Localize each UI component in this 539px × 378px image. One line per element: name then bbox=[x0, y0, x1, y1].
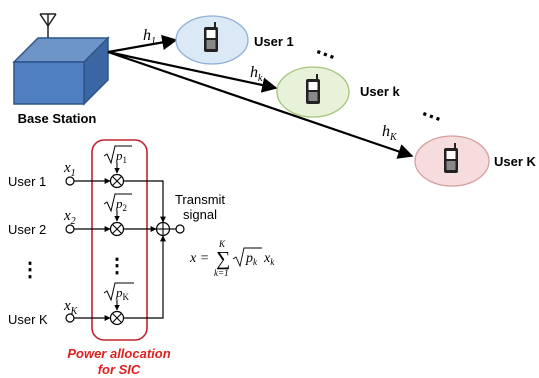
svg-text:p1: p1 bbox=[115, 148, 127, 165]
power-allocation-box bbox=[91, 139, 148, 341]
user-K: User K bbox=[414, 135, 537, 187]
sqrt-p-2: p2 bbox=[103, 193, 132, 213]
input-symbol-1: 1x1 bbox=[63, 160, 76, 179]
ellipsis-bottom: … bbox=[419, 95, 448, 126]
base-station: Base Station bbox=[12, 13, 110, 126]
svg-text:xk: xk bbox=[263, 251, 275, 267]
user-1: User 1 bbox=[175, 15, 294, 65]
user-k: User k bbox=[276, 66, 401, 118]
svg-text:p2: p2 bbox=[115, 196, 127, 213]
channel-label-1: h1 bbox=[143, 27, 156, 47]
phone-icon bbox=[444, 143, 458, 173]
svg-text:∑: ∑ bbox=[216, 248, 230, 270]
sqrt-p-K: pK bbox=[103, 282, 134, 302]
transmit-label-line2: signal bbox=[183, 207, 217, 222]
user-K-label: User K bbox=[494, 154, 537, 169]
transmit-label-line1: Transmit bbox=[175, 192, 225, 207]
phone-icon bbox=[204, 22, 218, 52]
input-node-2 bbox=[65, 224, 75, 234]
base-station-box-icon bbox=[12, 36, 110, 106]
base-station-label: Base Station bbox=[18, 111, 97, 126]
svg-text:pk: pk bbox=[245, 251, 258, 267]
adder-node bbox=[155, 221, 171, 237]
row-label-user-1: User 1 bbox=[8, 174, 46, 189]
svg-text:k=1: k=1 bbox=[214, 268, 229, 278]
multiplier-K bbox=[109, 310, 125, 326]
svg-text:pK: pK bbox=[115, 285, 130, 302]
svg-text:K: K bbox=[218, 239, 226, 249]
ellipsis-top: … bbox=[313, 33, 342, 64]
user-k-label: User k bbox=[360, 84, 401, 99]
power-allocation-caption: Power allocation bbox=[67, 346, 170, 361]
vertical-ellipsis-left: ⋮ bbox=[20, 259, 40, 281]
svg-text:x =: x = bbox=[189, 251, 209, 266]
input-symbol-2: x2 bbox=[63, 208, 76, 227]
row-label-user-2: User 2 bbox=[8, 222, 46, 237]
multiplier-2 bbox=[109, 221, 125, 237]
antenna-icon bbox=[39, 13, 57, 38]
input-node-K bbox=[65, 313, 75, 323]
sic-caption: for SIC bbox=[98, 362, 141, 377]
sqrt-p-1: p1 bbox=[103, 145, 132, 165]
output-node bbox=[175, 224, 185, 234]
superposition-formula: x = ∑ K k=1 pk xk bbox=[189, 239, 275, 278]
channel-arrow-k bbox=[107, 50, 278, 93]
phone-icon bbox=[306, 74, 320, 104]
user-1-label: User 1 bbox=[254, 34, 294, 49]
multiplier-1 bbox=[109, 173, 125, 189]
channel-label-K: hK bbox=[382, 123, 398, 143]
channel-arrow-K bbox=[107, 50, 414, 159]
vertical-ellipsis-mid: ⋮ bbox=[107, 255, 127, 277]
channel-label-k: hk bbox=[250, 64, 263, 84]
channel-arrow-1 bbox=[107, 34, 178, 54]
row-label-user-K: User K bbox=[8, 312, 48, 327]
input-node-1 bbox=[65, 176, 75, 186]
